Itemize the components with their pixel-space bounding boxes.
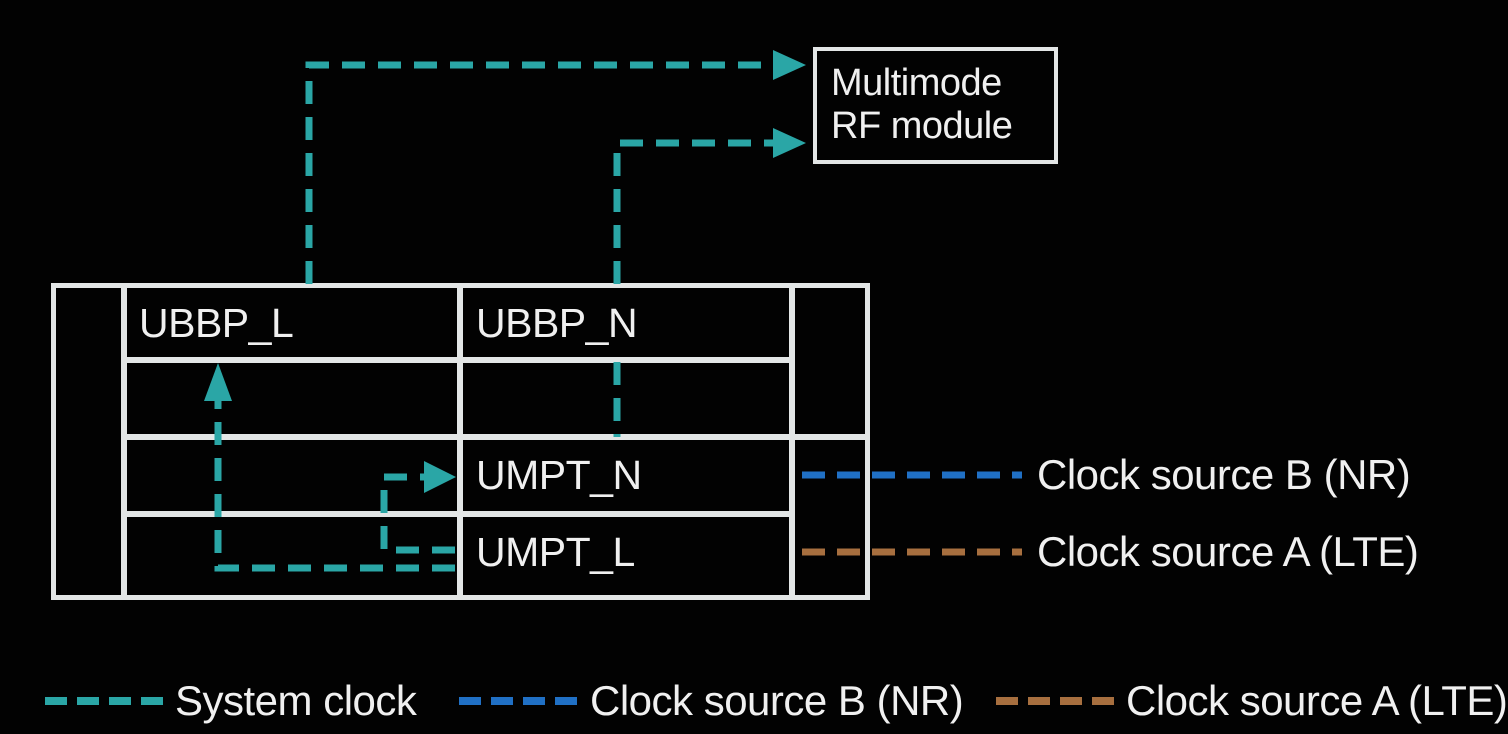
legend-label-clock-source-a: Clock source A (LTE) xyxy=(1126,677,1508,724)
clock-source-b-input-label: Clock source B (NR) xyxy=(1037,451,1411,498)
board-ubbp-l-label: UBBP_L xyxy=(139,299,294,346)
clock-source-a-input-label: Clock source A (LTE) xyxy=(1037,528,1419,575)
rack-divider-row-2 xyxy=(121,434,865,440)
rack-divider-row-3 xyxy=(121,511,795,517)
rack-divider-row-1 xyxy=(121,357,795,363)
rack-divider-right-column xyxy=(789,288,795,595)
arrowhead-rf-top xyxy=(773,50,806,80)
board-ubbp-n-label: UBBP_N xyxy=(476,299,638,346)
rf-module-label-line2: RF module xyxy=(831,105,1013,147)
rack-divider-slot-columns xyxy=(457,288,463,595)
multimode-rf-module-box: Multimode RF module xyxy=(813,47,1058,164)
arrowhead-rf-bottom xyxy=(773,128,806,158)
legend-label-system-clock: System clock xyxy=(175,677,417,724)
board-umpt-l-label: UMPT_L xyxy=(476,529,635,575)
rack-divider-left-column xyxy=(121,288,127,595)
legend-label-clock-source-b: Clock source B (NR) xyxy=(590,677,964,724)
system-clock-line-ubbpl-to-rf xyxy=(305,61,775,284)
system-clock-line-umptn-to-rf-upper xyxy=(613,139,775,284)
board-umpt-n-label: UMPT_N xyxy=(476,452,642,498)
rf-module-label-line1: Multimode xyxy=(831,62,1002,104)
